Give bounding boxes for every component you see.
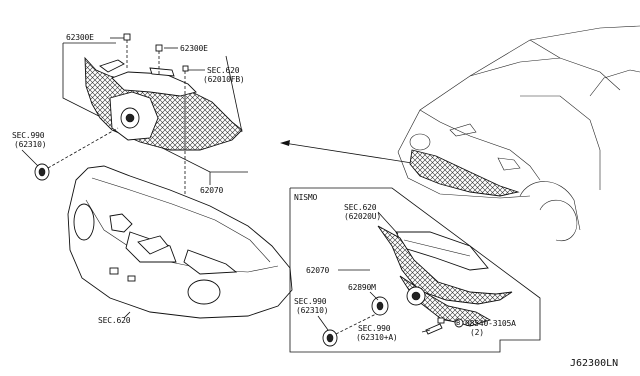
bolt-08540: [421, 317, 464, 335]
label-sec620-nismo: SEC.620: [344, 203, 377, 212]
label-sec990-left: SEC.990: [12, 131, 45, 140]
clip-62300e-left: [110, 33, 131, 68]
label-62890m: 62890M: [348, 283, 376, 292]
leader-sec620-bottom: [123, 311, 131, 319]
label-sec990-left-sub: (62310): [14, 140, 47, 149]
label-62300e-left: 62300E: [66, 33, 94, 42]
diagram-id: J62300LN: [570, 358, 619, 369]
label-bolt-qty: (2): [470, 328, 484, 337]
label-bolt-marker: B: [456, 319, 461, 327]
vehicle-outline: [397, 25, 640, 242]
clip-62300e-right: [155, 44, 178, 74]
nismo-emblem-sec990: [317, 313, 377, 347]
upper-grille-62070: [84, 56, 243, 151]
label-sec620-nismo-sub: (62020U): [344, 212, 381, 221]
label-sec990-nismo-sub: (62310): [296, 306, 329, 315]
emblem-sec990-left: [21, 127, 119, 181]
label-sec990-nismo-b: SEC.990: [358, 324, 391, 333]
nismo-upper-trim: [377, 211, 489, 271]
nismo-grille-62070: [338, 225, 513, 327]
label-sec990-nismo: SEC.990: [294, 297, 327, 306]
label-nismo: NISMO: [294, 193, 318, 202]
nismo-box-outline: [289, 187, 541, 353]
label-sec620-top: SEC.620: [207, 66, 240, 75]
emblem-62890m: [369, 291, 389, 316]
label-sec990-nismo-b-sub: (62310+A): [356, 333, 398, 342]
label-62070-main: 62070: [200, 186, 224, 195]
label-sec620-bottom: SEC.620: [98, 316, 131, 325]
label-62070-nismo: 62070: [306, 266, 330, 275]
location-arrow: [280, 140, 413, 164]
label-bolt-code: 08540-3105A: [465, 319, 516, 328]
label-sec620-top-sub: (62010FB): [203, 75, 245, 84]
front-bumper-fascia: [67, 165, 293, 319]
label-62300e-right: 62300E: [180, 44, 208, 53]
